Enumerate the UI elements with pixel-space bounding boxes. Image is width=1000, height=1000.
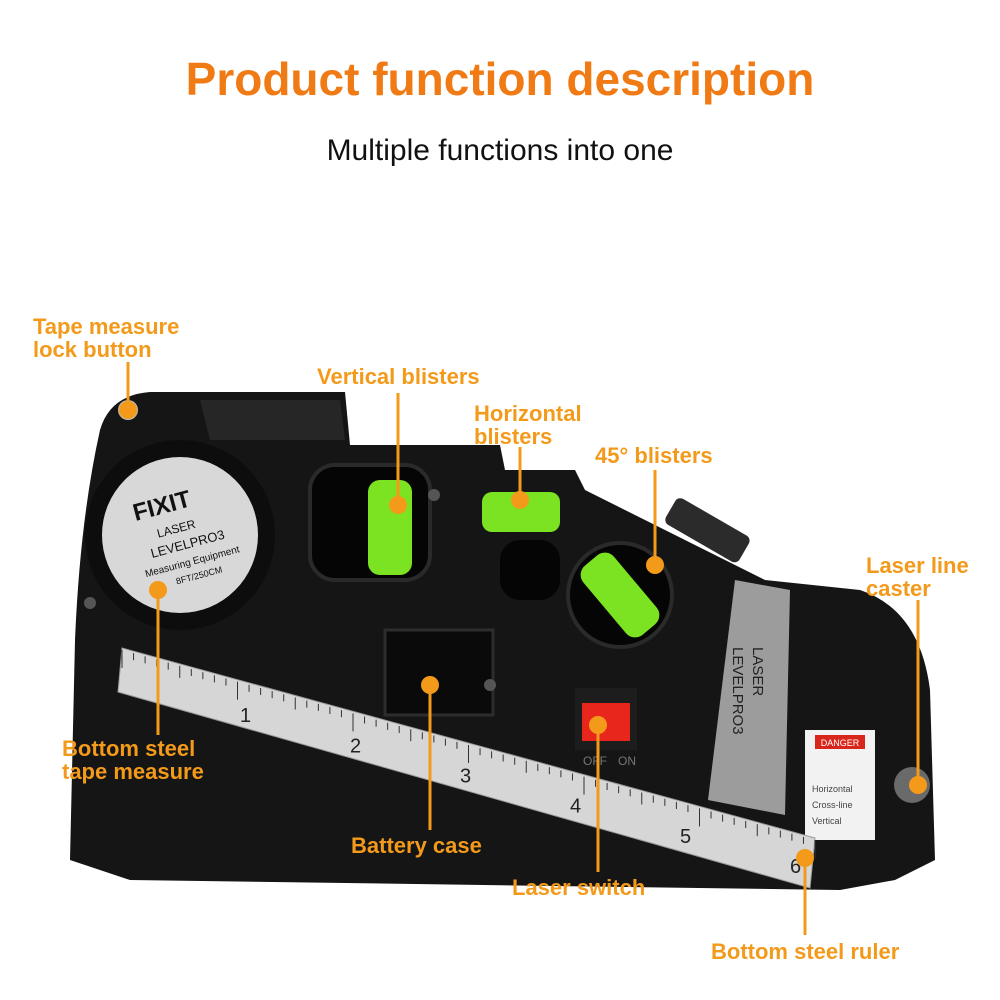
screw [484, 679, 496, 691]
vertical-vial [368, 480, 412, 575]
warn-crossline: Cross-line [812, 800, 853, 810]
ruler-number: 3 [460, 765, 471, 787]
danger-text: DANGER [821, 738, 860, 748]
screw [84, 597, 96, 609]
callout-dot [796, 849, 814, 867]
metal-side-plate [708, 580, 790, 815]
ruler-number: 6 [790, 856, 801, 878]
callout-tape-lock: Tape measure lock button [33, 314, 180, 362]
callout-dot [589, 716, 607, 734]
callout-dot [909, 776, 927, 794]
bottom-steel-ruler [117, 647, 816, 889]
switch-off-label: OFF [583, 754, 607, 768]
page-subtitle: Multiple functions into one [326, 134, 674, 167]
warn-vertical: Vertical [812, 816, 842, 826]
callout-bottom-ruler: Bottom steel ruler [711, 939, 900, 964]
diagonal-vial [580, 552, 660, 638]
callout-horizontal-blisters: Horizontal blisters [474, 401, 582, 449]
ruler-ticks [121, 650, 816, 858]
ruler-numbers: 1 2 3 4 5 6 [240, 705, 801, 878]
callout-dot [421, 676, 439, 694]
battery-case [383, 628, 495, 717]
side-label-2: LEVELPRO3 [729, 647, 746, 735]
callout-dot [119, 401, 137, 419]
brand-label [102, 457, 258, 613]
page-title: Product function description [185, 53, 815, 105]
danger-bar [815, 735, 865, 749]
warn-horizontal: Horizontal [812, 784, 853, 794]
switch-on-label: ON [618, 754, 636, 768]
horizontal-window-lower [500, 540, 560, 600]
callout-dot [389, 496, 407, 514]
callout-dot [511, 491, 529, 509]
ruler-number: 4 [570, 796, 581, 818]
top-slot [665, 498, 750, 563]
callout-dot [149, 581, 167, 599]
ruler-number: 2 [350, 735, 361, 757]
horizontal-vial [482, 492, 560, 532]
side-label-1: LASER [749, 647, 766, 696]
callout-bottom-tape: Bottom steel tape measure [62, 736, 204, 784]
ruler-number: 1 [240, 705, 251, 727]
callout-laser-switch: Laser switch [512, 875, 646, 900]
callout-dot [646, 556, 664, 574]
callout-laser-caster: Laser line caster [866, 553, 969, 601]
callout-battery-case: Battery case [351, 833, 482, 858]
callout-45-blisters: 45° blisters [595, 443, 713, 468]
ruler-number: 5 [680, 826, 691, 848]
callout-vertical-blisters: Vertical blisters [317, 364, 480, 389]
device-top-plate [200, 400, 345, 440]
screw [428, 489, 440, 501]
